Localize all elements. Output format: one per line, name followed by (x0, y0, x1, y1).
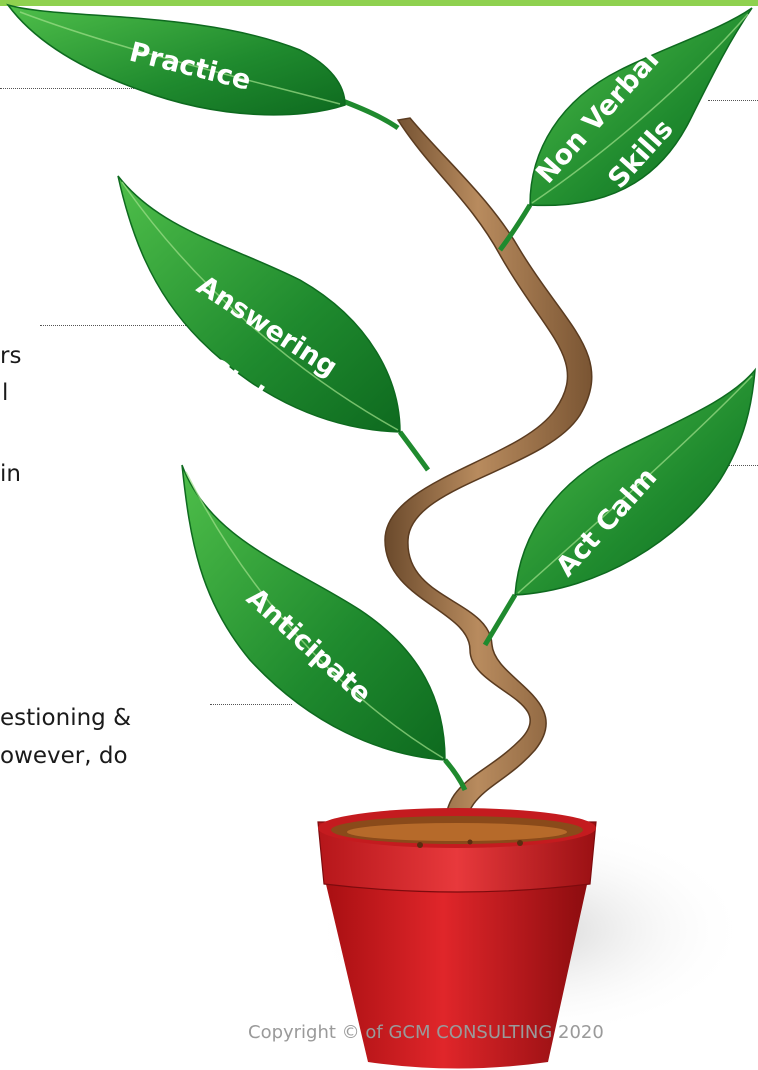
copyright-notice: Copyright © of GCM CONSULTING 2020 (248, 1022, 604, 1043)
petiole (400, 432, 428, 470)
petiole (340, 100, 398, 128)
petiole (445, 760, 465, 790)
petiole (485, 595, 515, 645)
